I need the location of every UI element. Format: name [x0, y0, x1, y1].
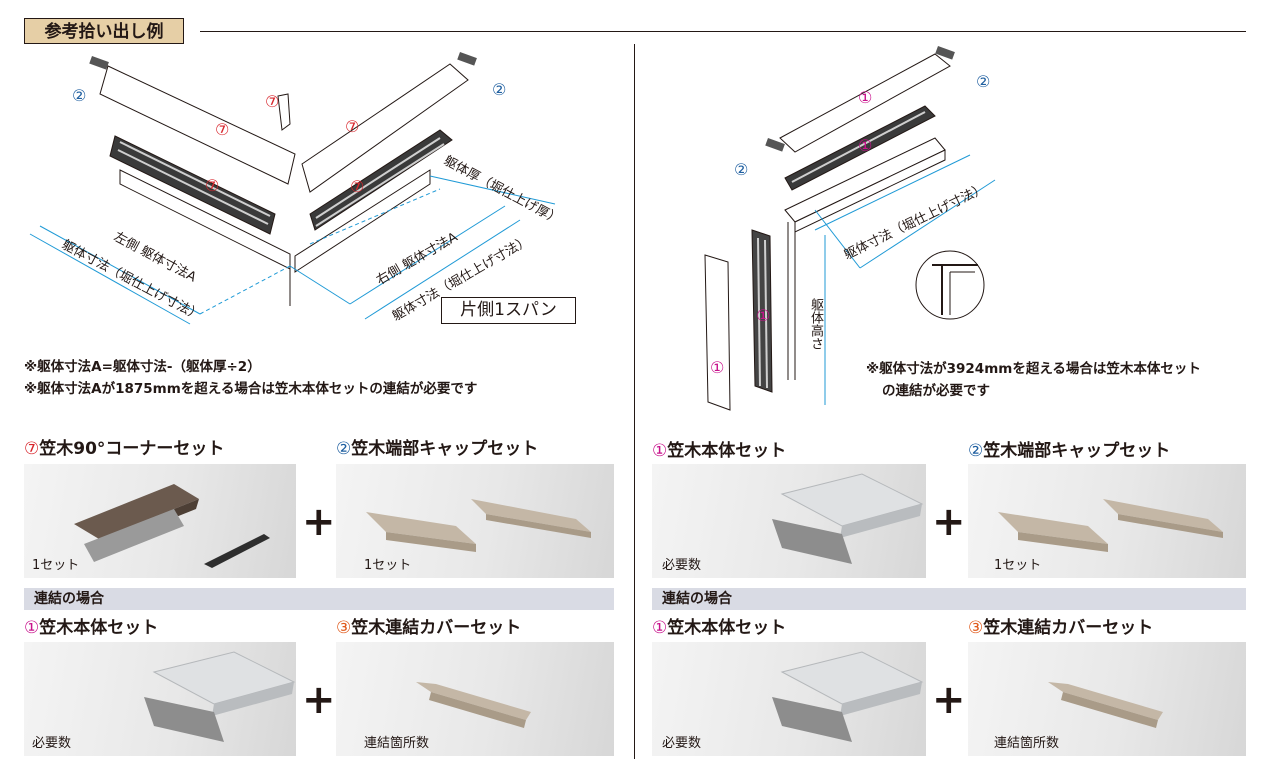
- title-rule: [200, 31, 1246, 32]
- end-cap-right-qty: 1セット: [994, 558, 1042, 573]
- conn-body-left-image: [144, 651, 296, 742]
- body-set-right-name: 笠木本体セット: [667, 441, 787, 461]
- conn-cover-right-name: 笠木連結カバーセット: [983, 618, 1154, 638]
- corner-set-qty: 1セット: [32, 558, 80, 573]
- heading-conn-cover-right: ③笠木連結カバーセット: [968, 617, 1153, 639]
- conn-cover-right-image: [1048, 682, 1163, 728]
- end-cap-right-image: [998, 499, 1223, 552]
- marker-1-side-plate: ①: [710, 358, 725, 377]
- panel-conn-body-right: [652, 642, 926, 756]
- conn-cover-right-qty: 連結箇所数: [994, 736, 1060, 751]
- plus-sign-4: +: [932, 677, 966, 723]
- connection-band-right: 連結の場合: [652, 588, 1246, 610]
- end-cap-right-name: 笠木端部キャップセット: [983, 441, 1171, 461]
- heading-corner-set: ⑦笠木90°コーナーセット: [24, 438, 224, 460]
- connection-band-left: 連結の場合: [24, 588, 614, 610]
- panel-corner-set: [24, 464, 296, 578]
- marker-2-left-b: ②: [492, 80, 507, 99]
- marker-2-right-b: ②: [976, 72, 991, 91]
- conn-body-right-qty: 必要数: [662, 736, 702, 751]
- panel-conn-cover-right: [968, 642, 1246, 756]
- marker-1-side-rail: ①: [756, 306, 771, 325]
- marker-2-right-a: ②: [734, 160, 749, 179]
- panel-conn-body-left: [24, 642, 296, 756]
- body-set-right-image: [772, 473, 924, 564]
- plus-sign-2: +: [932, 499, 966, 545]
- body-set-right-number: ①: [652, 441, 668, 461]
- plus-sign-3: +: [302, 677, 336, 723]
- conn-body-right-name: 笠木本体セット: [667, 618, 787, 638]
- conn-cover-left-qty: 連結箇所数: [364, 736, 430, 751]
- marker-1-top-plate: ①: [858, 88, 873, 107]
- conn-body-left-number: ①: [24, 618, 40, 638]
- marker-7-plate-left: ⑦: [215, 120, 230, 139]
- section-title: 参考拾い出し例: [24, 18, 184, 44]
- marker-1-top-rail: ①: [858, 136, 873, 155]
- right-note-1: ※躯体寸法が3924mmを超える場合は笠木本体セット: [866, 361, 1201, 377]
- plus-sign-1: +: [302, 499, 336, 545]
- label-right-height: 躯体高さ: [808, 298, 823, 350]
- conn-body-right-number: ①: [652, 618, 668, 638]
- corner-set-name: 笠木90°コーナーセット: [39, 439, 225, 459]
- marker-7-corner: ⑦: [265, 92, 280, 111]
- conn-cover-left-image: [416, 682, 531, 728]
- right-straight-diagram: [704, 45, 996, 411]
- panel-end-cap-right: [968, 464, 1246, 578]
- vertical-divider: [634, 44, 635, 759]
- end-cap-left-image: [366, 499, 591, 552]
- body-set-right-qty: 必要数: [662, 558, 702, 573]
- conn-cover-left-name: 笠木連結カバーセット: [351, 618, 522, 638]
- corner-set-number: ⑦: [24, 439, 40, 459]
- end-cap-left-number: ②: [336, 439, 352, 459]
- right-note-2: の連結が必要です: [882, 383, 990, 399]
- conn-body-left-name: 笠木本体セット: [39, 618, 159, 638]
- heading-end-cap-right: ②笠木端部キャップセット: [968, 440, 1170, 462]
- span-label-box: 片側1スパン: [441, 297, 576, 324]
- heading-end-cap-left: ②笠木端部キャップセット: [336, 438, 538, 460]
- heading-body-set-right: ①笠木本体セット: [652, 440, 786, 462]
- panel-body-set-right: [652, 464, 926, 578]
- left-note-1: ※躯体寸法A=躯体寸法-（躯体厚÷2）: [24, 359, 261, 375]
- marker-2-left-a: ②: [72, 86, 87, 105]
- end-cap-right-number: ②: [968, 441, 984, 461]
- panel-conn-cover-left: [336, 642, 614, 756]
- marker-7-plate-right: ⑦: [345, 117, 360, 136]
- left-corner-diagram: [29, 51, 556, 325]
- heading-conn-body-left: ①笠木本体セット: [24, 617, 158, 639]
- end-cap-left-qty: 1セット: [364, 558, 412, 573]
- conn-cover-left-number: ③: [336, 618, 352, 638]
- left-note-2: ※躯体寸法Aが1875mmを超える場合は笠木本体セットの連結が必要です: [24, 381, 478, 397]
- end-cap-left-name: 笠木端部キャップセット: [351, 439, 539, 459]
- panel-end-cap-left: [336, 464, 614, 578]
- marker-7-rail-right: ⑦: [350, 177, 365, 196]
- marker-7-rail-left: ⑦: [205, 176, 220, 195]
- corner-set-image: [74, 484, 270, 568]
- heading-conn-body-right: ①笠木本体セット: [652, 617, 786, 639]
- conn-body-left-qty: 必要数: [32, 736, 72, 751]
- conn-body-right-image: [772, 651, 924, 742]
- heading-conn-cover-left: ③笠木連結カバーセット: [336, 617, 521, 639]
- conn-cover-right-number: ③: [968, 618, 984, 638]
